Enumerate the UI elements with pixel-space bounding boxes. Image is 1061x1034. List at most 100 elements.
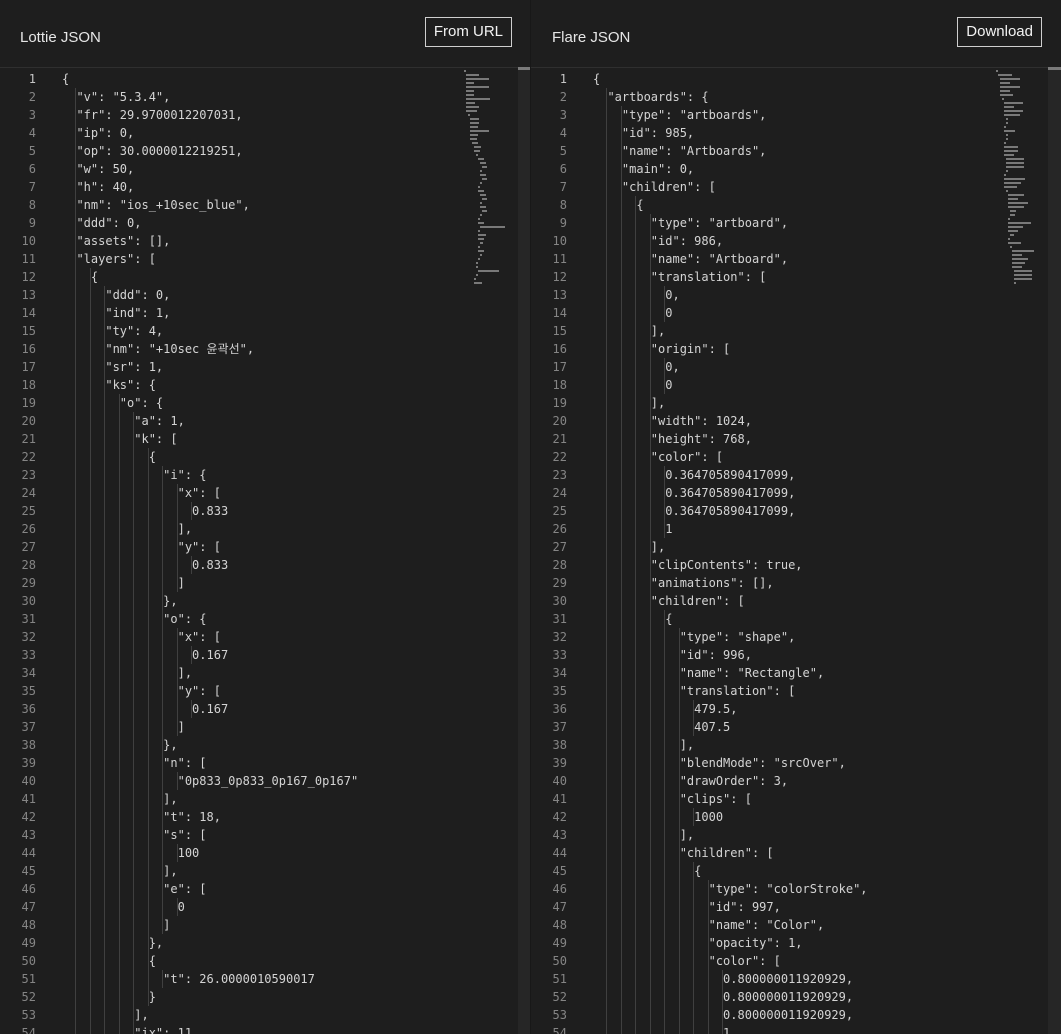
indent-guide xyxy=(621,484,622,502)
indent-guide xyxy=(177,700,178,718)
minimap-line xyxy=(996,106,1038,109)
minimap-line xyxy=(996,94,1038,97)
indent-guide xyxy=(148,754,149,772)
line-number: 43 xyxy=(552,828,567,842)
indent-guide xyxy=(635,286,636,304)
line-number: 28 xyxy=(21,558,36,572)
indent-guide xyxy=(693,916,694,934)
indent-guide xyxy=(162,790,163,808)
minimap-line xyxy=(464,190,506,193)
code-line: "color": [ xyxy=(593,952,781,970)
code-line: "0p833_0p833_0p167_0p167" xyxy=(62,772,359,790)
indent-guide xyxy=(75,466,76,484)
scrollbar-thumb[interactable] xyxy=(518,67,531,70)
minimap-line-stroke xyxy=(1012,262,1025,264)
indent-guide xyxy=(635,844,636,862)
code-area[interactable]: { "artboards": { "type": "artboards", "i… xyxy=(593,70,988,1034)
indent-guide xyxy=(635,1024,636,1034)
indent-guide xyxy=(621,628,622,646)
vertical-scrollbar[interactable] xyxy=(1048,67,1061,1034)
line-number: 40 xyxy=(21,774,36,788)
from-url-button[interactable]: From URL xyxy=(424,17,512,47)
code-line: { xyxy=(593,72,601,86)
line-number: 41 xyxy=(21,792,36,806)
code-line: ], xyxy=(593,538,666,556)
indent-guide xyxy=(191,502,192,520)
minimap-line-stroke xyxy=(478,222,484,224)
minimap-line-stroke xyxy=(1008,238,1010,240)
indent-guide xyxy=(90,646,91,664)
indent-guide xyxy=(664,808,665,826)
indent-guide xyxy=(708,880,709,898)
line-number: 26 xyxy=(21,522,36,536)
minimap-line-stroke xyxy=(1008,198,1018,200)
indent-guide xyxy=(133,412,134,430)
indent-guide xyxy=(133,916,134,934)
indent-guide xyxy=(133,754,134,772)
code-line: ] xyxy=(62,718,185,736)
indent-guide xyxy=(635,232,636,250)
code-line: { xyxy=(593,196,644,214)
indent-guide xyxy=(90,628,91,646)
minimap-line xyxy=(996,246,1038,249)
scrollbar-thumb[interactable] xyxy=(1048,67,1061,70)
minimap-line xyxy=(464,146,506,149)
minimap-line xyxy=(996,130,1038,133)
line-number: 12 xyxy=(552,270,567,284)
line-number: 45 xyxy=(21,864,36,878)
minimap[interactable] xyxy=(464,70,506,540)
indent-guide xyxy=(635,448,636,466)
code-area[interactable]: { "v": "5.3.4", "fr": 29.9700012207031, … xyxy=(62,70,458,1034)
indent-guide xyxy=(621,466,622,484)
code-line: { xyxy=(593,610,673,628)
line-number: 18 xyxy=(552,378,567,392)
minimap-line-stroke xyxy=(1010,246,1012,248)
indent-guide xyxy=(133,988,134,1006)
indent-guide xyxy=(75,232,76,250)
code-line: "name": "Artboards", xyxy=(593,142,767,160)
indent-guide xyxy=(75,808,76,826)
indent-guide xyxy=(75,664,76,682)
indent-guide xyxy=(708,970,709,988)
indent-guide xyxy=(148,610,149,628)
minimap[interactable] xyxy=(996,70,1038,490)
indent-guide xyxy=(708,988,709,1006)
indent-guide xyxy=(191,646,192,664)
indent-guide xyxy=(104,430,105,448)
vertical-scrollbar[interactable] xyxy=(518,67,531,1034)
minimap-line-stroke xyxy=(1006,118,1008,120)
minimap-line xyxy=(464,166,506,169)
minimap-line-stroke xyxy=(466,94,474,96)
minimap-line xyxy=(464,282,506,285)
indent-guide xyxy=(664,664,665,682)
line-number: 12 xyxy=(21,270,36,284)
indent-guide xyxy=(104,970,105,988)
minimap-line xyxy=(996,242,1038,245)
code-line: 0.833 xyxy=(62,556,229,574)
minimap-line-stroke xyxy=(1000,82,1010,84)
line-number: 44 xyxy=(552,846,567,860)
indent-guide xyxy=(177,502,178,520)
minimap-line-stroke xyxy=(1004,174,1006,176)
indent-guide xyxy=(693,988,694,1006)
minimap-line xyxy=(996,282,1038,285)
indent-guide xyxy=(635,502,636,520)
indent-guide xyxy=(162,862,163,880)
minimap-line-stroke xyxy=(470,118,479,120)
indent-guide xyxy=(75,700,76,718)
indent-guide xyxy=(148,556,149,574)
indent-guide xyxy=(664,286,665,304)
line-number: 40 xyxy=(552,774,567,788)
indent-guide xyxy=(664,718,665,736)
download-button[interactable]: Download xyxy=(957,17,1042,47)
indent-guide xyxy=(679,844,680,862)
minimap-line xyxy=(996,146,1038,149)
line-number: 25 xyxy=(21,504,36,518)
indent-guide xyxy=(90,880,91,898)
minimap-line xyxy=(464,106,506,109)
indent-guide xyxy=(635,646,636,664)
indent-guide xyxy=(75,754,76,772)
indent-guide xyxy=(635,376,636,394)
